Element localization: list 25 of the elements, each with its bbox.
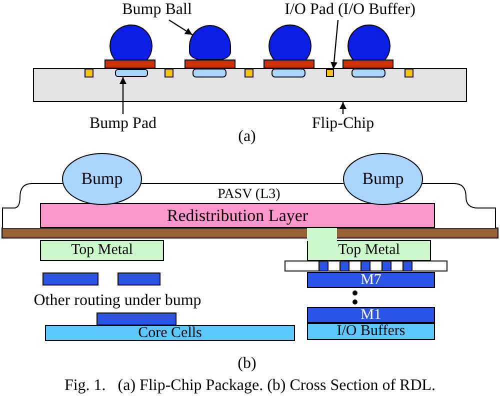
note-text: Other routing under bump (32, 292, 202, 310)
panel-label: (b) (236, 355, 258, 373)
bump: Bump (343, 153, 423, 205)
metal-layer: M1 (307, 307, 435, 323)
leader-line (120, 77, 126, 114)
panel-label: (a) (237, 128, 257, 146)
top-metal-layer: Top Metal (307, 240, 431, 261)
metal-layer: M7 (307, 272, 435, 288)
leader-line (340, 102, 346, 114)
leader-line (330, 20, 339, 70)
label-text: Bump Pad (78, 114, 168, 134)
layer-label: PASV (L3) (218, 187, 280, 203)
label-text: Bump Ball (112, 0, 202, 20)
bump: Bump (62, 153, 142, 205)
core-cell-block: Core Cells (45, 325, 295, 341)
bump-pad (115, 69, 148, 77)
leader-line (168, 20, 193, 36)
io-pad (326, 69, 334, 77)
redistribution-layer: Redistribution Layer (40, 203, 435, 228)
label-text: Flip-Chip (298, 114, 388, 134)
chip-body (33, 68, 467, 102)
io-buffer-block: I/O Buffers (307, 323, 435, 340)
label-text: I/O Pad (I/O Buffer) (260, 0, 440, 20)
top-metal-layer: Top Metal (40, 240, 164, 261)
figure-caption: Fig. 1. (a) Flip-Chip Package. (b) Cross Section of RDL. (63, 377, 437, 395)
